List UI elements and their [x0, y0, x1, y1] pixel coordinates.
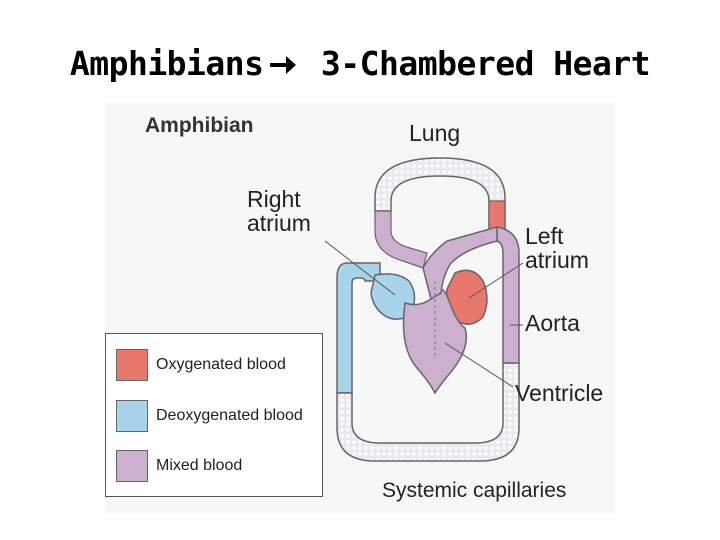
arrow-right-icon	[268, 46, 298, 85]
diagram-title: Amphibian	[145, 114, 254, 137]
legend: Oxygenated blood Deoxygenated blood Mixe…	[105, 333, 323, 497]
conus-arteriosus	[422, 226, 498, 301]
slide-title-part2: 3-Chambered Heart	[301, 44, 651, 83]
leader-left-atrium	[468, 262, 524, 299]
legend-item-oxygenated: Oxygenated blood	[116, 349, 321, 381]
leader-right-atrium	[324, 240, 396, 296]
legend-swatch-oxygenated	[116, 349, 148, 381]
leader-ventricle	[444, 342, 514, 388]
label-right-atrium-line1: Right	[247, 186, 301, 212]
label-left-atrium-line1: Left	[525, 223, 564, 249]
label-left-atrium-line2: atrium	[525, 247, 589, 274]
label-systemic-capillaries: Systemic capillaries	[382, 479, 567, 502]
legend-label-mixed: Mixed blood	[156, 457, 243, 474]
legend-swatch-deoxygenated	[116, 400, 148, 432]
label-ventricle: Ventricle	[515, 380, 604, 406]
legend-label-deoxygenated: Deoxygenated blood	[156, 407, 303, 424]
pulmonary-artery	[374, 210, 428, 269]
slide-title: Amphibians 3-Chambered Heart	[0, 44, 720, 85]
aorta-vessel	[496, 226, 520, 364]
circulation-drawing	[324, 157, 524, 462]
vena-cava	[336, 262, 381, 394]
label-right-atrium-line2: atrium	[247, 210, 311, 237]
legend-swatch-mixed	[116, 450, 148, 482]
label-aorta: Aorta	[525, 310, 580, 336]
legend-item-mixed: Mixed blood	[116, 450, 321, 482]
lung-capillary-bed	[374, 157, 506, 232]
slide-title-part1: Amphibians	[69, 44, 264, 83]
legend-item-deoxygenated: Deoxygenated blood	[116, 400, 321, 432]
label-lung: Lung	[409, 120, 461, 146]
legend-label-oxygenated: Oxygenated blood	[156, 356, 286, 373]
